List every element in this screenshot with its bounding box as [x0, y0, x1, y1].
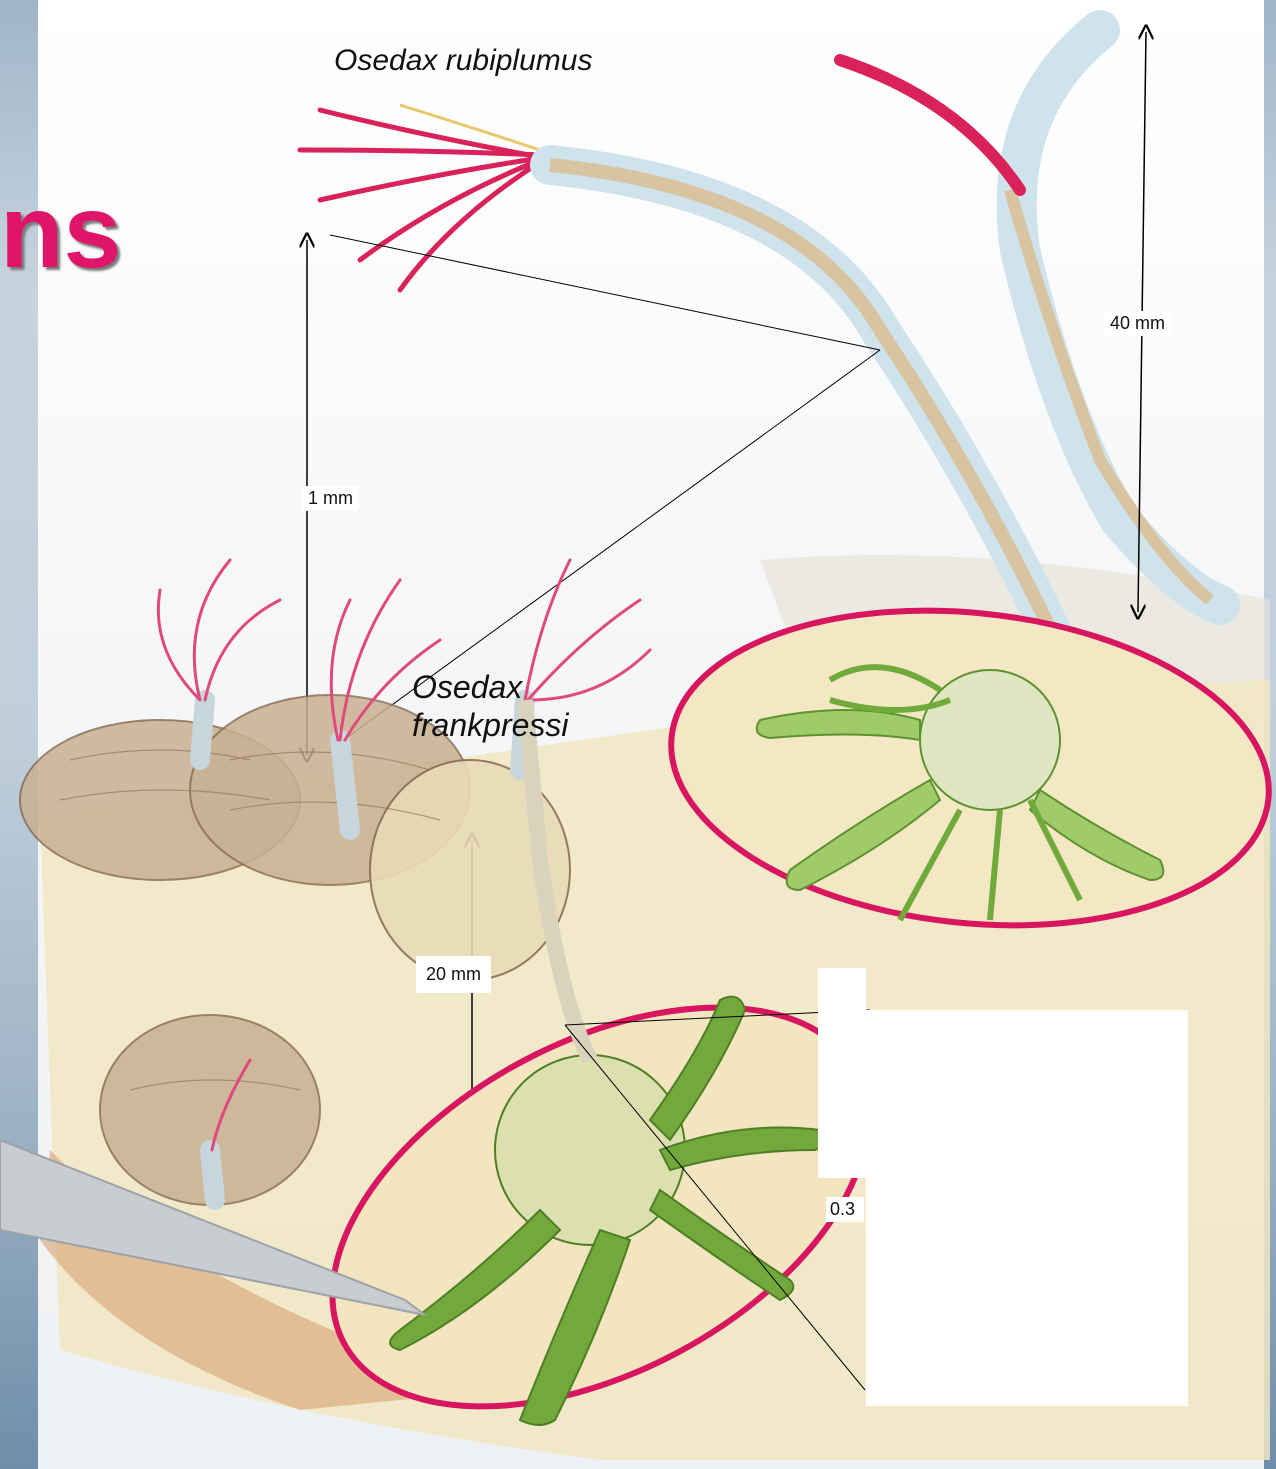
species-label-rubiplumus: Osedax rubiplumus	[334, 44, 592, 78]
species-label-frankpressi-genus: Osedax	[412, 668, 569, 706]
scale-label-partial: 0.3	[826, 1197, 864, 1222]
scale-label-40mm: 40 mm	[1104, 311, 1171, 336]
scale-label-1mm: 1 mm	[302, 486, 359, 511]
scale-label-20mm: 20 mm	[416, 956, 491, 993]
blank-inset-box	[866, 1010, 1188, 1406]
blank-inset-box-upper	[818, 968, 866, 1178]
rubiplumus-red-plume-in-tube	[840, 60, 1020, 190]
species-label-frankpressi: Osedax frankpressi	[412, 668, 569, 744]
species-label-frankpressi-epithet: frankpressi	[412, 706, 569, 744]
